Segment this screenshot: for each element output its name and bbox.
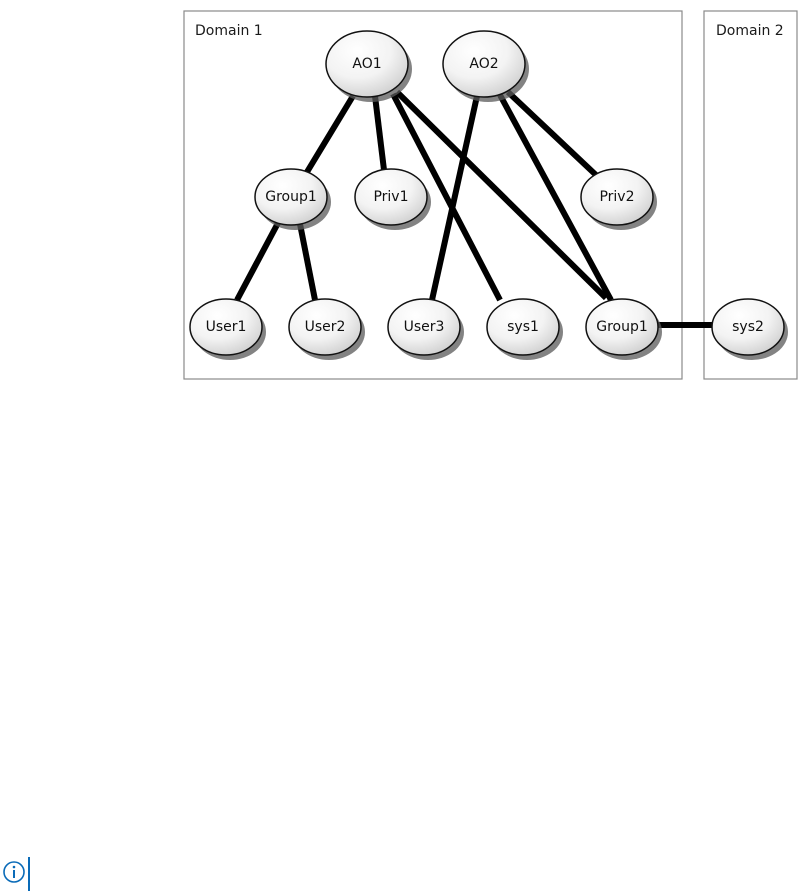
node-user1-ellipse bbox=[189, 298, 263, 356]
edge-group1a-user1 bbox=[234, 221, 281, 302]
node-user1-label: User1 bbox=[206, 319, 247, 335]
node-sys1: sys1 bbox=[486, 298, 563, 360]
node-ao2-label: AO2 bbox=[469, 56, 498, 72]
node-priv1-label: Priv1 bbox=[373, 189, 408, 205]
node-user1: User1 bbox=[189, 298, 266, 360]
edge-ao1-sys1 bbox=[390, 92, 503, 302]
node-sys2-label: sys2 bbox=[732, 319, 764, 335]
info-icon bbox=[3, 861, 25, 883]
node-priv1: Priv1 bbox=[354, 168, 431, 230]
edge-ao2-group1b bbox=[497, 93, 614, 302]
node-group1b: Group1 bbox=[585, 298, 662, 360]
node-group1b-ellipse bbox=[585, 298, 659, 356]
node-user3-label: User3 bbox=[404, 319, 445, 335]
node-sys1-label: sys1 bbox=[507, 319, 539, 335]
note-divider bbox=[28, 857, 30, 891]
node-ao1-ellipse bbox=[325, 30, 409, 98]
domain2-label: Domain 2 bbox=[716, 23, 784, 39]
node-user3: User3 bbox=[387, 298, 464, 360]
edge-group1a-user2 bbox=[297, 223, 318, 301]
node-ao1-label: AO1 bbox=[352, 56, 381, 72]
edge-ao1-group1a bbox=[304, 94, 356, 174]
node-priv2: Priv2 bbox=[580, 168, 657, 230]
node-user2: User2 bbox=[288, 298, 365, 360]
edge-ao1-priv1 bbox=[372, 95, 387, 171]
node-priv2-label: Priv2 bbox=[599, 189, 634, 205]
node-sys2: sys2 bbox=[711, 298, 788, 360]
node-ao1: AO1 bbox=[325, 30, 412, 102]
node-ao2-ellipse bbox=[442, 30, 526, 98]
node-group1a: Group1 bbox=[254, 168, 331, 230]
node-sys1-ellipse bbox=[486, 298, 560, 356]
edge-ao2-user3 bbox=[429, 95, 480, 301]
node-user3-ellipse bbox=[387, 298, 461, 356]
node-group1a-label: Group1 bbox=[265, 189, 317, 205]
node-priv1-ellipse bbox=[354, 168, 428, 226]
node-group1a-ellipse bbox=[254, 168, 328, 226]
edge-ao1-group1b bbox=[394, 89, 609, 301]
domain1-label: Domain 1 bbox=[195, 23, 263, 39]
node-user2-label: User2 bbox=[305, 319, 346, 335]
node-group1b-label: Group1 bbox=[596, 319, 648, 335]
node-ao2: AO2 bbox=[442, 30, 529, 102]
node-sys2-ellipse bbox=[711, 298, 785, 356]
edge-ao2-priv2 bbox=[505, 89, 599, 178]
node-user2-ellipse bbox=[288, 298, 362, 356]
node-priv2-ellipse bbox=[580, 168, 654, 226]
